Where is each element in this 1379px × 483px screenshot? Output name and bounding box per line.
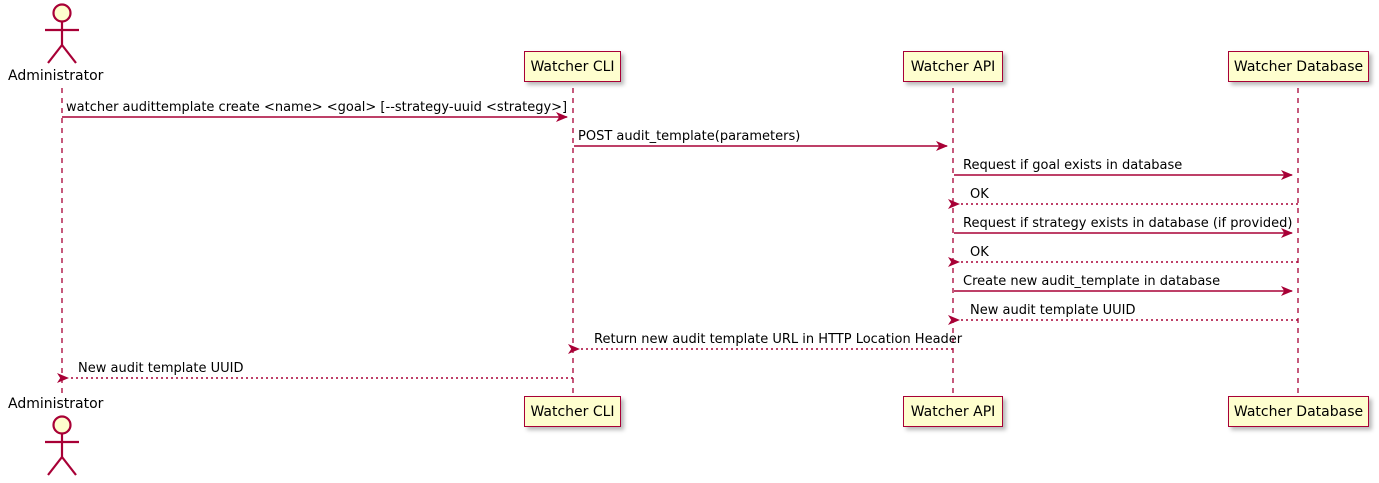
actor-label-administrator-bottom: Administrator	[8, 396, 104, 412]
participant-label-watcher-api-top: Watcher API	[910, 58, 996, 75]
actor-administrator-top	[45, 3, 79, 64]
participant-watcher-database-bottom[interactable]: Watcher Database	[1228, 396, 1369, 427]
participant-label-watcher-database-bottom: Watcher Database	[1233, 403, 1364, 420]
participant-watcher-database-top[interactable]: Watcher Database	[1228, 51, 1369, 82]
participant-watcher-cli-top[interactable]: Watcher CLI	[524, 51, 621, 82]
participant-watcher-api-bottom[interactable]: Watcher API	[903, 396, 1003, 427]
message-label-1: watcher audittemplate create <name> <goa…	[66, 100, 568, 115]
participant-label-watcher-api-bottom: Watcher API	[910, 403, 996, 420]
message-label-8: New audit template UUID	[970, 303, 1136, 318]
message-label-9: Return new audit template URL in HTTP Lo…	[594, 332, 963, 347]
message-label-2: POST audit_template(parameters)	[578, 129, 801, 144]
actor-label-administrator-top: Administrator	[8, 68, 104, 84]
message-label-5: Request if strategy exists in database (…	[963, 216, 1293, 231]
participant-watcher-cli-bottom[interactable]: Watcher CLI	[524, 396, 621, 427]
message-label-3: Request if goal exists in database	[963, 158, 1183, 173]
participant-watcher-api-top[interactable]: Watcher API	[903, 51, 1003, 82]
message-label-10: New audit template UUID	[78, 361, 244, 376]
message-label-4: OK	[970, 187, 989, 202]
actor-administrator-bottom	[45, 415, 79, 476]
message-label-7: Create new audit_template in database	[963, 274, 1221, 289]
message-label-6: OK	[970, 245, 989, 260]
participant-label-watcher-cli-top: Watcher CLI	[530, 58, 615, 75]
participant-label-watcher-cli-bottom: Watcher CLI	[530, 403, 615, 420]
participant-label-watcher-database-top: Watcher Database	[1233, 58, 1364, 75]
